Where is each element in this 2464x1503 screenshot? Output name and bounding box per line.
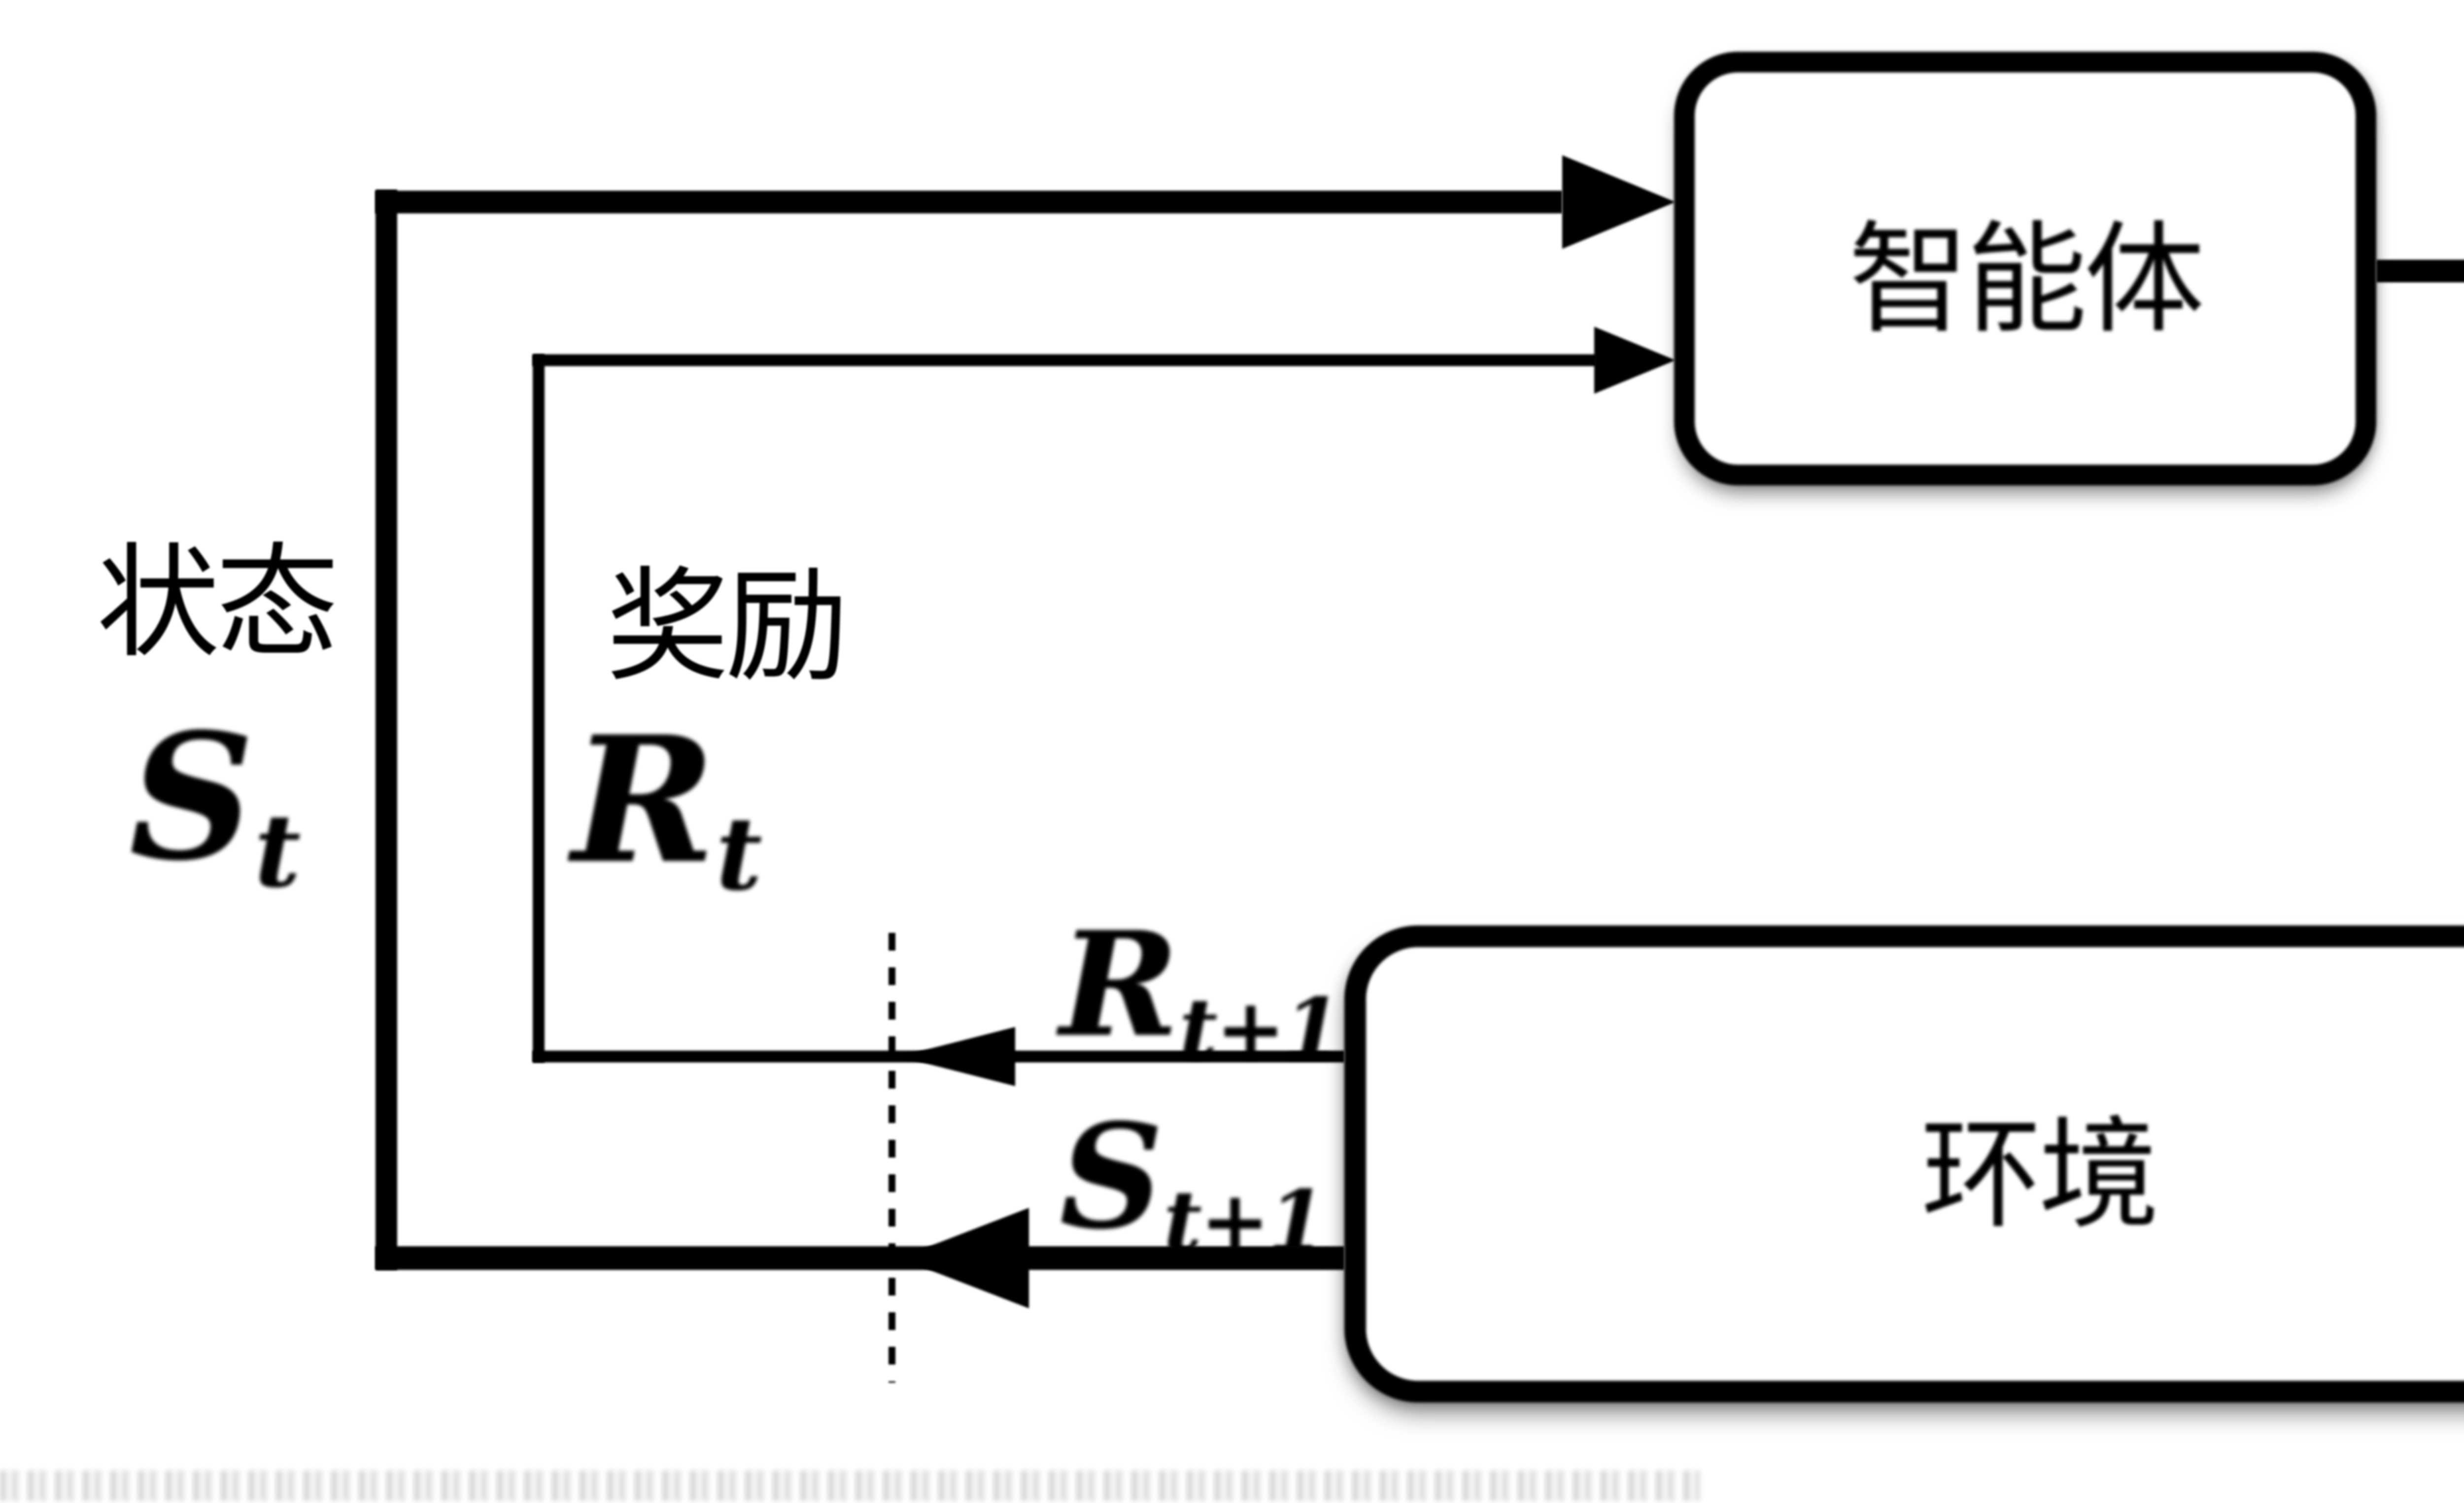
reward-label: 奖励	[606, 560, 849, 696]
next-state-arrowhead-icon	[899, 1208, 1029, 1308]
environment-box: 环境	[1344, 925, 2464, 1402]
next-reward-symbol-subscript: t+1	[1179, 980, 1342, 1078]
next-reward-arrowhead-icon	[899, 1027, 1015, 1086]
state-symbol: St	[129, 711, 301, 901]
reward-line-vertical	[533, 354, 545, 1062]
time-boundary-dashed-line	[889, 933, 895, 1383]
state-line-horizontal	[376, 191, 1562, 213]
state-symbol-base: S	[129, 695, 255, 899]
next-state-symbol-subscript: t+1	[1163, 1172, 1326, 1270]
state-label: 状态	[97, 536, 339, 673]
reward-arrowhead-icon	[1594, 327, 1676, 394]
state-line-vertical	[376, 190, 397, 1270]
environment-label: 环境	[1921, 1109, 2159, 1243]
next-reward-symbol-base: R	[1060, 900, 1179, 1069]
action-line-top	[2376, 260, 2464, 282]
next-state-symbol: St+1	[1060, 1105, 1326, 1263]
reward-symbol-subscript: t	[716, 795, 762, 914]
next-reward-symbol: Rt+1	[1060, 913, 1342, 1071]
reward-line-horizontal	[533, 354, 1597, 366]
agent-box: 智能体	[1674, 52, 2376, 485]
reward-symbol-base: R	[572, 698, 716, 902]
state-arrowhead-icon	[1562, 155, 1676, 249]
reward-symbol: Rt	[572, 714, 762, 904]
agent-label: 智能体	[1848, 213, 2205, 347]
next-state-line	[376, 1246, 1344, 1270]
next-state-symbol-base: S	[1060, 1092, 1164, 1261]
scan-artifact	[0, 1470, 1700, 1501]
state-symbol-subscript: t	[254, 792, 301, 911]
